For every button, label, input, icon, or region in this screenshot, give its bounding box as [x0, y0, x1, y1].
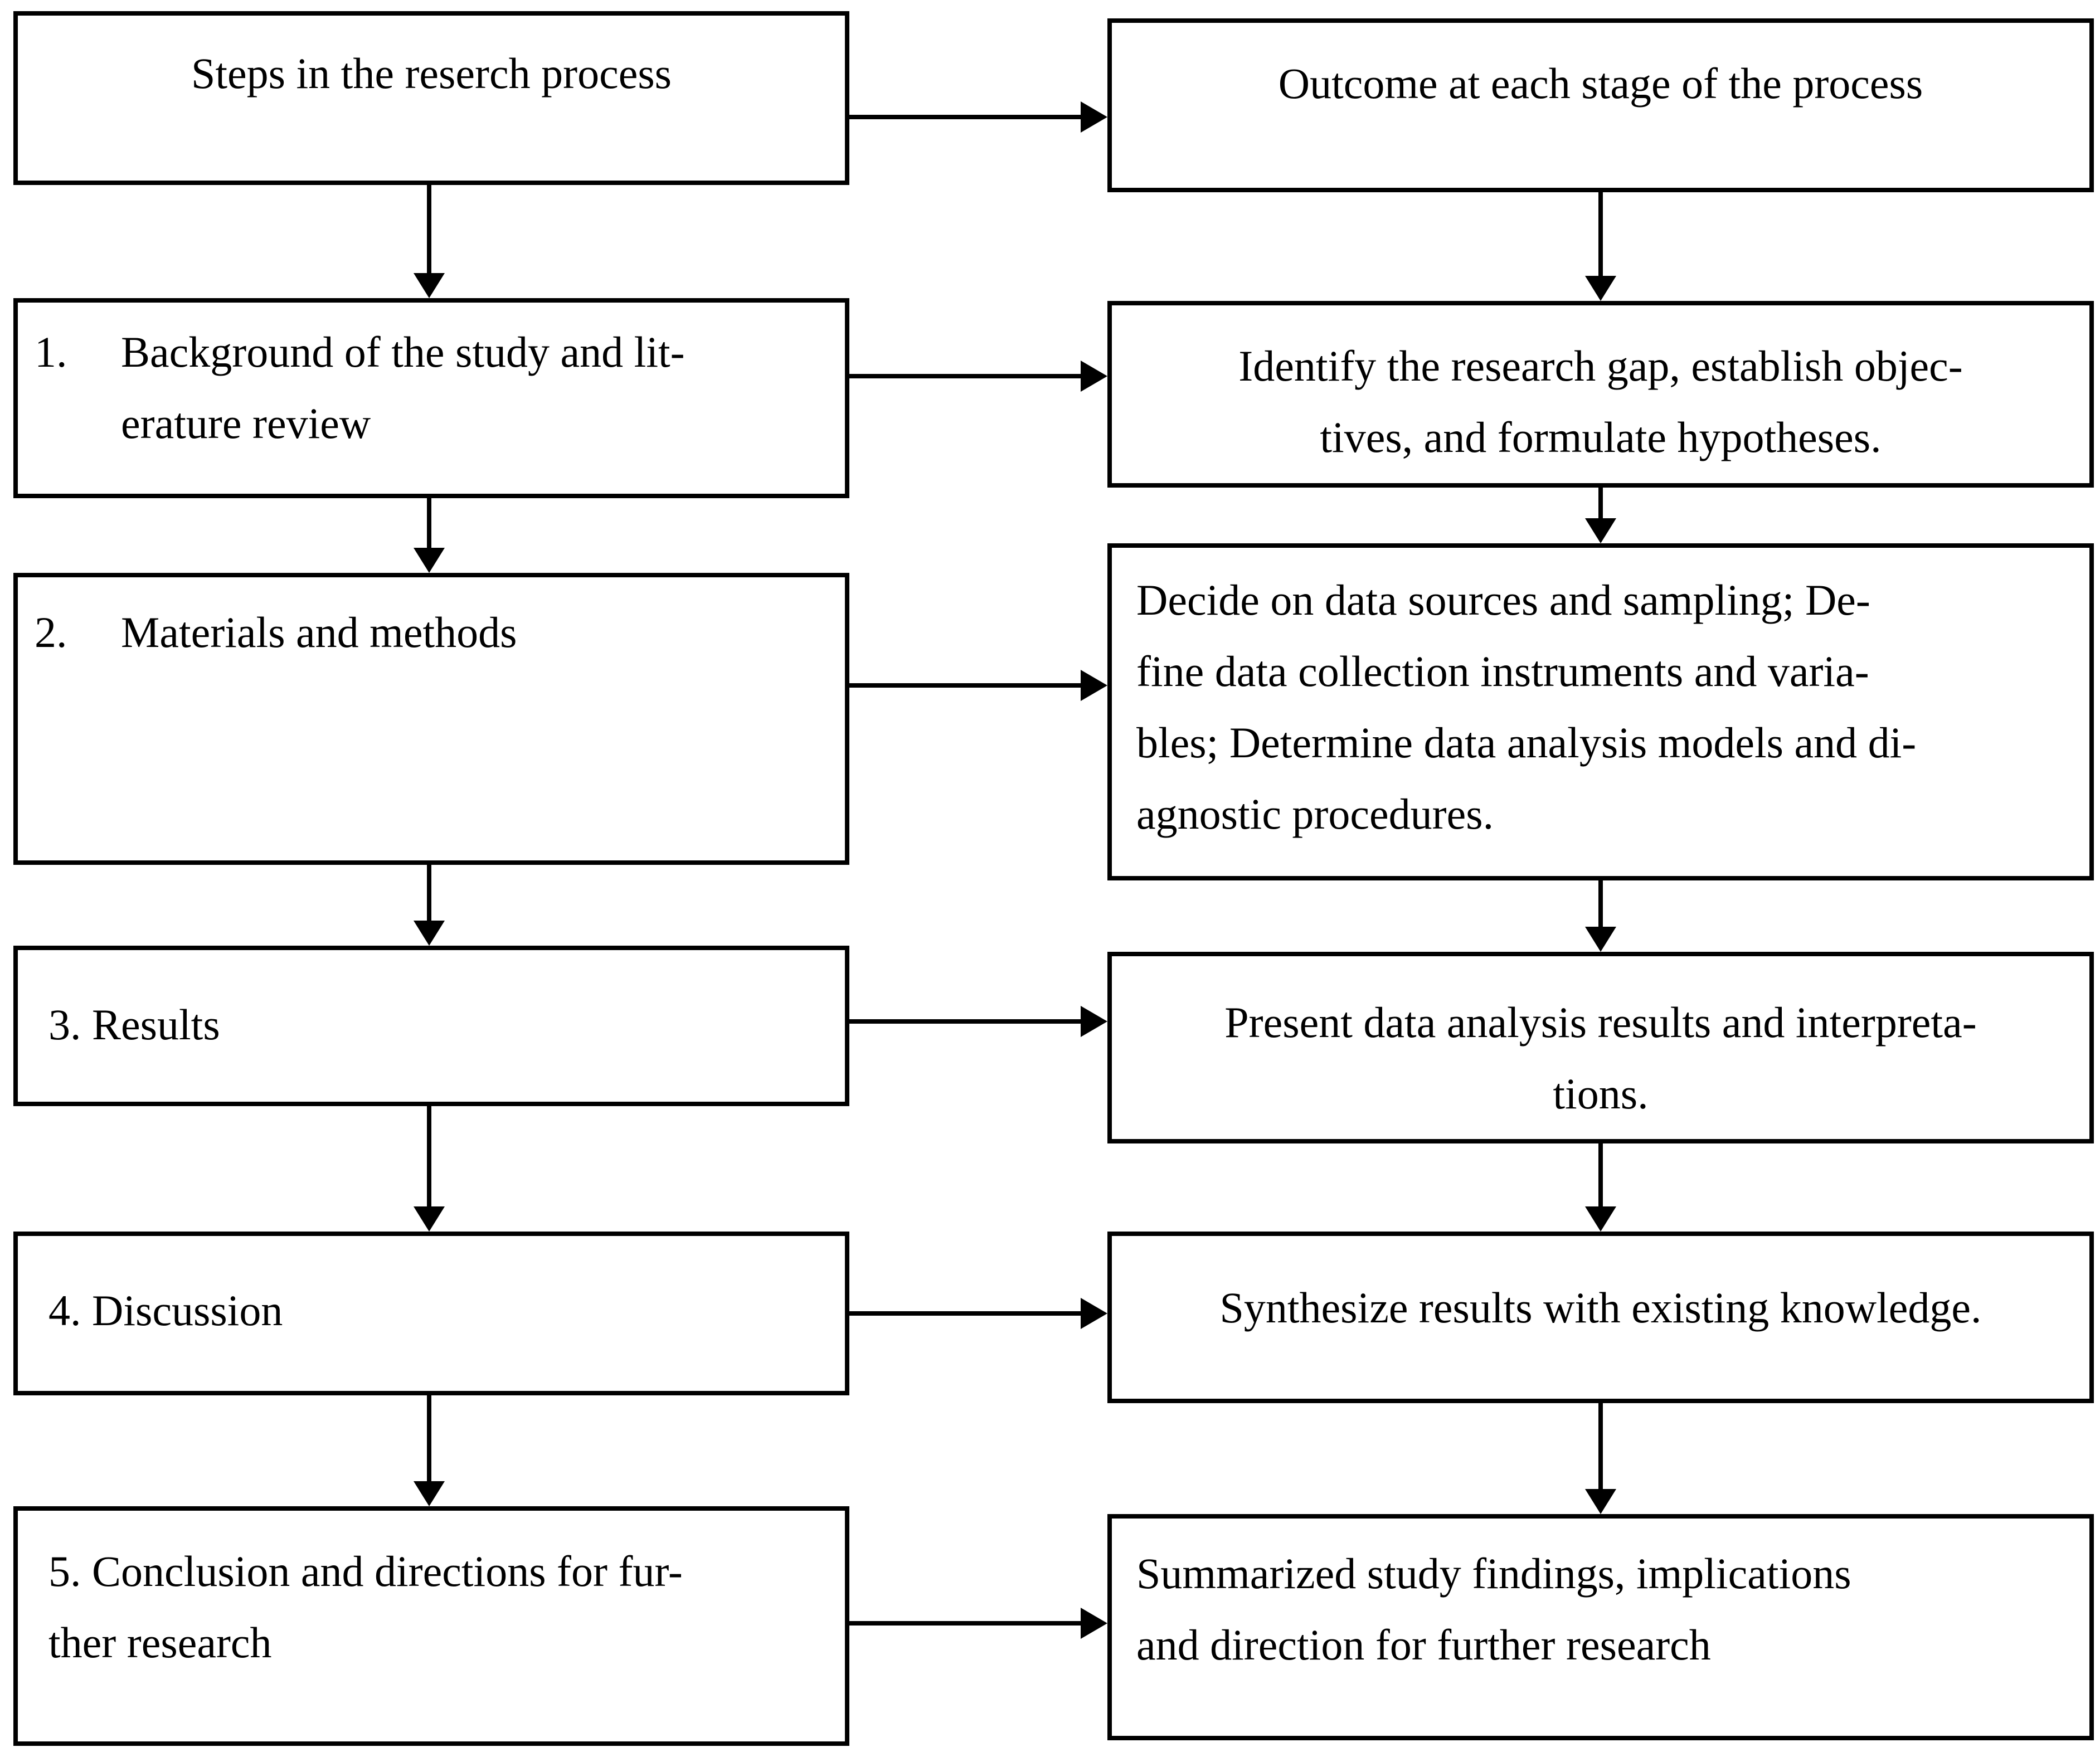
arrow-head-icon	[1585, 1489, 1616, 1514]
arrow-shaft	[849, 1019, 1085, 1024]
arrow-head-icon	[1585, 518, 1616, 543]
box-step-2-materials: 2. Materials and methods	[13, 573, 849, 865]
down-arrow-outcome-1	[1585, 192, 1616, 301]
down-arrow-outcome-2	[1585, 488, 1616, 543]
arrow-head-icon	[1585, 1206, 1616, 1232]
box-outcome-5-summary: Summarized study findings, implications …	[1107, 1514, 2094, 1740]
down-arrow-steps-5	[414, 1395, 445, 1506]
outcome-3-text: Present data analysis results and interp…	[1224, 998, 1977, 1118]
box-outcome-1-identify-gap: Identify the research gap, establish obj…	[1107, 301, 2094, 488]
down-arrow-steps-2	[414, 498, 445, 573]
box-step-3-results: 3. Results	[13, 946, 849, 1106]
outcome-header-text: Outcome at each stage of the process	[1278, 59, 1923, 108]
arrow-shaft	[427, 865, 431, 923]
arrow-head-icon	[1585, 927, 1616, 952]
right-arrow-row-5	[849, 1298, 1107, 1329]
step-4-text: 4. Discussion	[48, 1286, 283, 1335]
step-2-number: 2.	[35, 608, 67, 656]
arrow-head-icon	[414, 273, 445, 298]
arrow-shaft	[1598, 192, 1603, 279]
arrow-head-icon	[1081, 1608, 1107, 1639]
down-arrow-steps-4	[414, 1106, 445, 1232]
box-outcome-2-data-sources: Decide on data sources and sampling; De-…	[1107, 543, 2094, 880]
step-3-text: 3. Results	[48, 1000, 220, 1049]
arrow-shaft	[849, 115, 1085, 119]
arrow-head-icon	[1081, 1006, 1107, 1037]
arrow-shaft	[1598, 488, 1603, 521]
down-arrow-outcome-3	[1585, 880, 1616, 952]
down-arrow-outcome-5	[1585, 1403, 1616, 1514]
arrow-shaft	[849, 374, 1085, 378]
outcome-1-text: Identify the research gap, establish obj…	[1238, 342, 1963, 461]
box-steps-header: Steps in the reserch process	[13, 11, 849, 185]
arrow-shaft	[427, 185, 431, 276]
down-arrow-outcome-4	[1585, 1143, 1616, 1232]
box-step-4-discussion: 4. Discussion	[13, 1232, 849, 1395]
arrow-head-icon	[1081, 101, 1107, 133]
step-1-number: 1.	[35, 328, 67, 376]
arrow-head-icon	[1081, 361, 1107, 392]
down-arrow-steps-1	[414, 185, 445, 298]
box-outcome-3-present-results: Present data analysis results and interp…	[1107, 952, 2094, 1143]
right-arrow-row-6	[849, 1608, 1107, 1639]
arrow-shaft	[849, 683, 1085, 688]
arrow-head-icon	[1081, 670, 1107, 701]
box-outcome-4-synthesize: Synthesize results with existing knowled…	[1107, 1232, 2094, 1403]
arrow-shaft	[1598, 1403, 1603, 1492]
arrow-head-icon	[414, 1206, 445, 1232]
arrow-head-icon	[414, 921, 445, 946]
outcome-2-text: Decide on data sources and sampling; De-…	[1136, 576, 1917, 838]
right-arrow-row-2	[849, 361, 1107, 392]
steps-header-text: Steps in the reserch process	[191, 49, 672, 98]
down-arrow-steps-3	[414, 865, 445, 946]
step-5-text: 5. Conclusion and directions for fur- th…	[48, 1547, 683, 1667]
outcome-5-text: Summarized study findings, implications …	[1136, 1549, 1851, 1669]
arrow-shaft	[1598, 1143, 1603, 1209]
step-2-text: Materials and methods	[121, 608, 517, 656]
arrow-shaft	[427, 1395, 431, 1484]
box-outcome-header: Outcome at each stage of the process	[1107, 18, 2094, 192]
arrow-head-icon	[414, 1481, 445, 1506]
arrow-shaft	[849, 1621, 1085, 1626]
step-1-text: Background of the study and lit- erature…	[121, 328, 685, 447]
right-arrow-row-3	[849, 670, 1107, 701]
right-arrow-row-1	[849, 101, 1107, 133]
right-arrow-row-4	[849, 1006, 1107, 1037]
arrow-shaft	[427, 1106, 431, 1209]
arrow-shaft	[1598, 880, 1603, 929]
arrow-head-icon	[1081, 1298, 1107, 1329]
arrow-shaft	[427, 498, 431, 551]
arrow-head-icon	[414, 548, 445, 573]
arrow-head-icon	[1585, 276, 1616, 301]
arrow-shaft	[849, 1311, 1085, 1316]
box-step-1-background: 1. Background of the study and lit- erat…	[13, 298, 849, 498]
outcome-4-text: Synthesize results with existing knowled…	[1219, 1283, 1982, 1332]
box-step-5-conclusion: 5. Conclusion and directions for fur- th…	[13, 1506, 849, 1746]
